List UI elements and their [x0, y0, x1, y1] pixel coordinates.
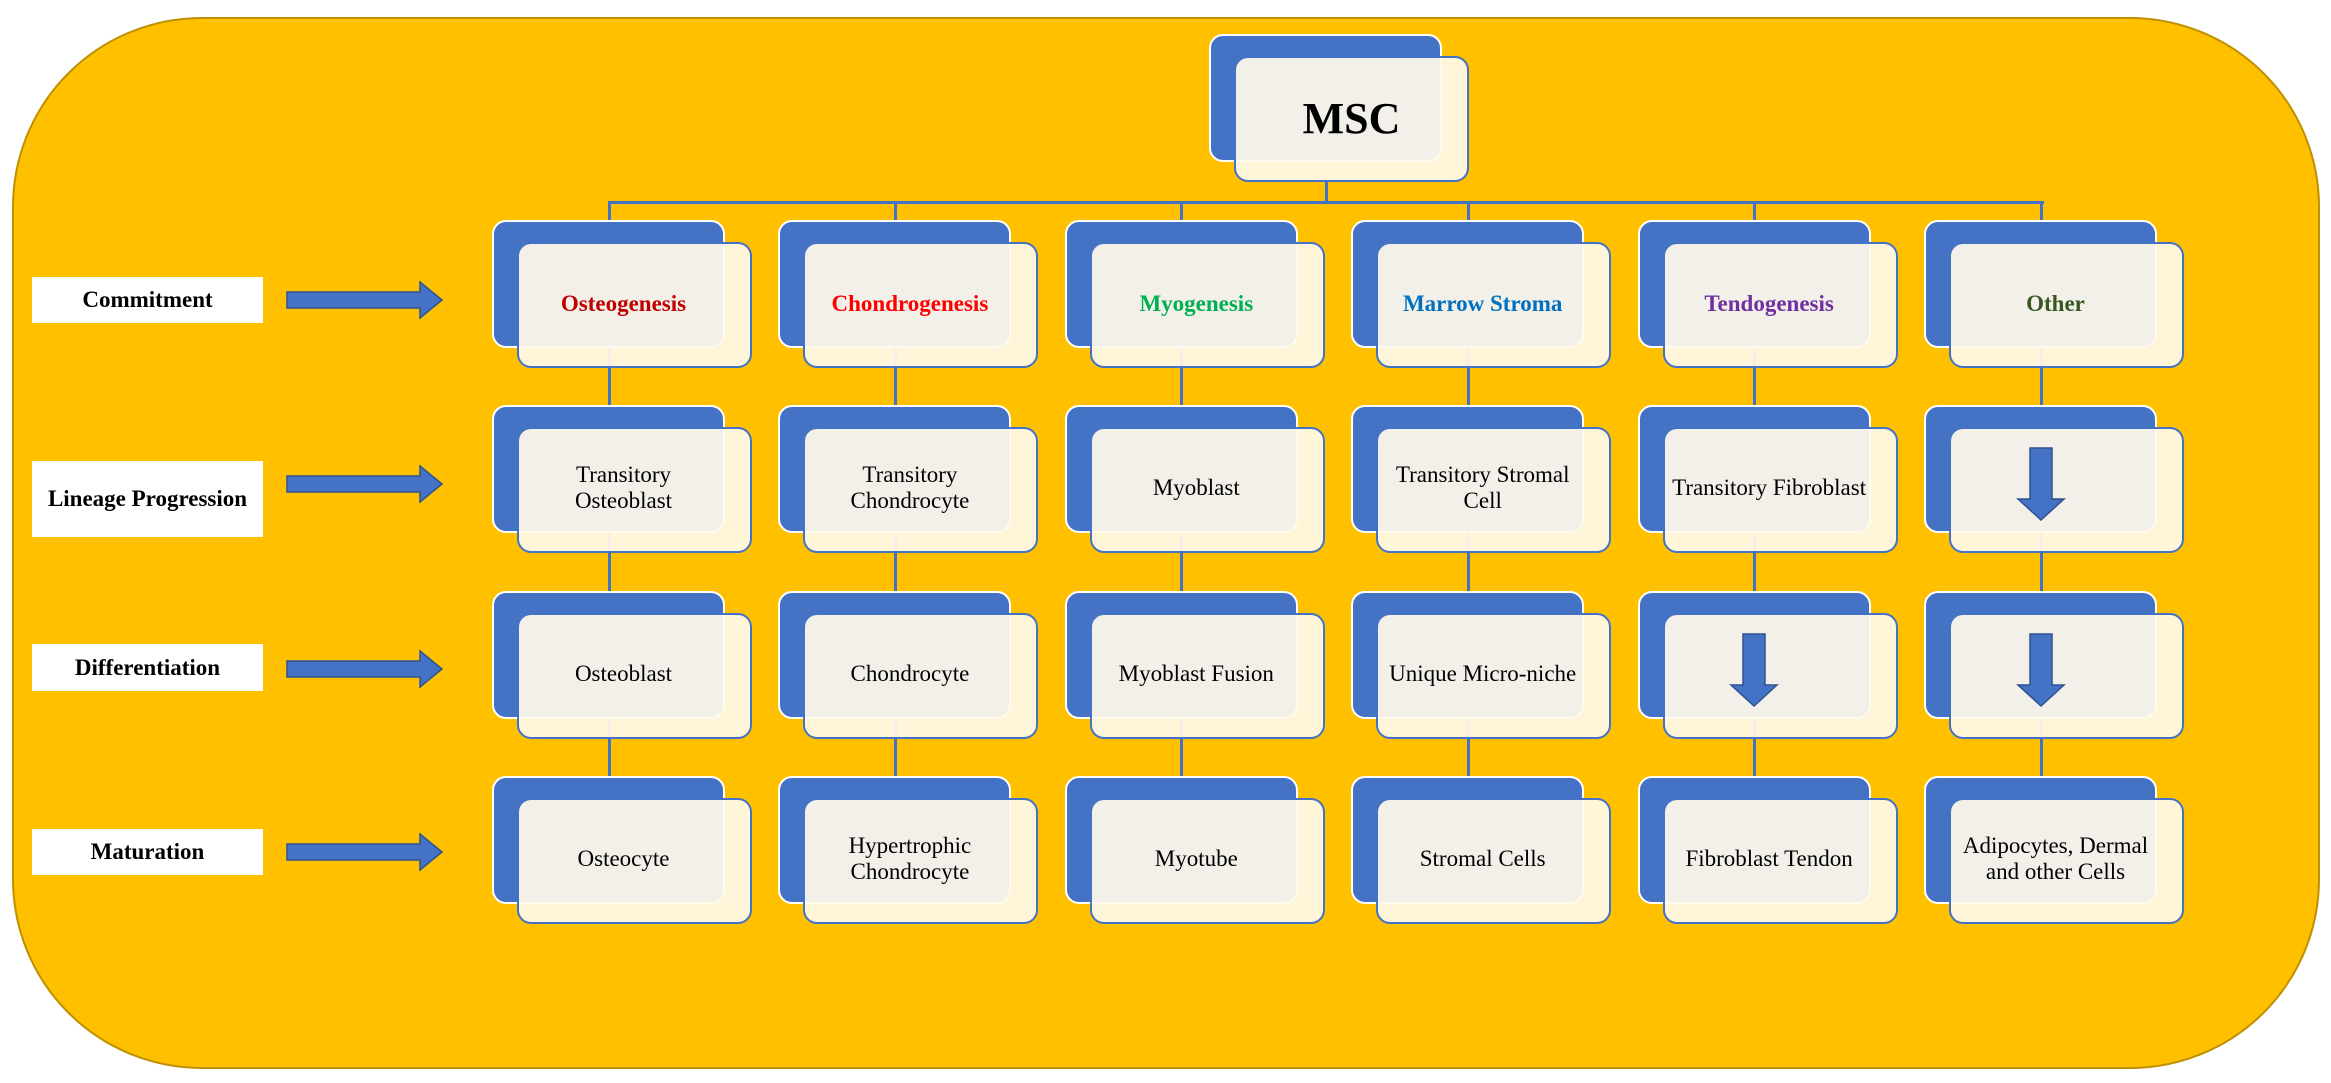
right-arrow-icon [286, 464, 444, 504]
stage-label-text: Lineage Progression [47, 486, 248, 511]
lineage-name: Other [2026, 291, 2085, 316]
cell-node: Myotube [1089, 798, 1325, 925]
cell-node: Stromal Cells [1376, 798, 1612, 925]
cell-node [1662, 612, 1898, 739]
right-arrow-shape [286, 649, 444, 689]
cell-label: Osteoblast [574, 660, 673, 686]
msc-label: MSC [1302, 94, 1401, 143]
lineage-node: Other [1949, 242, 2184, 368]
cell-node: Transitory Chondrocyte [803, 427, 1039, 554]
stage-label-text: Commitment [82, 287, 213, 312]
cell-label: Transitory Fibroblast [1672, 475, 1867, 501]
cell-label: Transitory Osteoblast [574, 462, 673, 514]
lineage-node: Chondrogenesis [803, 242, 1039, 368]
down-arrow-icon [1729, 633, 1780, 707]
lineage-name: Osteogenesis [560, 291, 687, 316]
lineage-node: Tendogenesis [1662, 242, 1898, 368]
cell-label: Myoblast Fusion [1118, 660, 1274, 686]
cell-node: Transitory Osteoblast [517, 427, 752, 554]
cell-node: Myoblast Fusion [1089, 612, 1325, 739]
right-arrow-shape [286, 280, 444, 320]
cell-label: Transitory Stromal Cell [1395, 462, 1570, 514]
lineage-node: Marrow Stroma [1376, 242, 1612, 368]
cell-label: Hypertrophic Chondrocyte [848, 833, 972, 885]
cell-node: Myoblast [1089, 427, 1325, 554]
cell-label: Fibroblast Tendon [1685, 846, 1853, 872]
stage-label-text: Maturation [90, 839, 205, 864]
cell-label: Osteocyte [577, 846, 670, 872]
cell-label: Stromal Cells [1419, 846, 1546, 872]
cell-node: Chondrocyte [803, 612, 1039, 739]
lineage-name: Chondrogenesis [831, 291, 989, 316]
stage-label: Commitment [32, 277, 263, 323]
stage-label: Maturation [32, 829, 263, 875]
cell-node [1949, 612, 2184, 739]
cell-label: Unique Micro-niche [1389, 660, 1577, 686]
stage-label-text: Differentiation [74, 654, 221, 680]
down-arrow-icon [2015, 447, 2066, 522]
msc-node: MSC [1234, 56, 1469, 182]
stage-label: Differentiation [32, 644, 263, 691]
cell-label: Chondrocyte [850, 660, 970, 686]
lineage-name: Marrow Stroma [1402, 291, 1563, 316]
lineage-name: Tendogenesis [1704, 291, 1834, 316]
cell-node: Transitory Fibroblast [1662, 427, 1898, 554]
lineage-name: Myogenesis [1139, 291, 1254, 316]
bus-connector [608, 201, 2044, 204]
cell-node: Adipocytes, Dermal and other Cells [1949, 798, 2184, 925]
cell-label: Myotube [1154, 846, 1238, 872]
right-arrow-shape [286, 832, 444, 872]
down-arrow-icon [2015, 633, 2066, 707]
stage-label: Lineage Progression [32, 461, 263, 537]
cell-node: Fibroblast Tendon [1662, 798, 1898, 925]
cell-node: Osteoblast [517, 612, 752, 739]
cell-node: Unique Micro-niche [1376, 612, 1612, 739]
cell-node: Transitory Stromal Cell [1376, 427, 1612, 554]
root-connector [1325, 181, 1328, 203]
right-arrow-icon [286, 649, 444, 689]
cell-node [1949, 427, 2184, 554]
right-arrow-icon [286, 832, 444, 872]
cell-label: Myoblast [1152, 475, 1240, 501]
cell-node: Osteocyte [517, 798, 752, 925]
lineage-node: Myogenesis [1089, 242, 1325, 368]
cell-node: Hypertrophic Chondrocyte [803, 798, 1039, 925]
right-arrow-shape [286, 464, 444, 504]
cell-label: Transitory Chondrocyte [850, 462, 970, 514]
right-arrow-icon [286, 280, 444, 320]
cell-label: Adipocytes, Dermal and other Cells [1962, 833, 2149, 885]
lineage-node: Osteogenesis [517, 242, 752, 368]
